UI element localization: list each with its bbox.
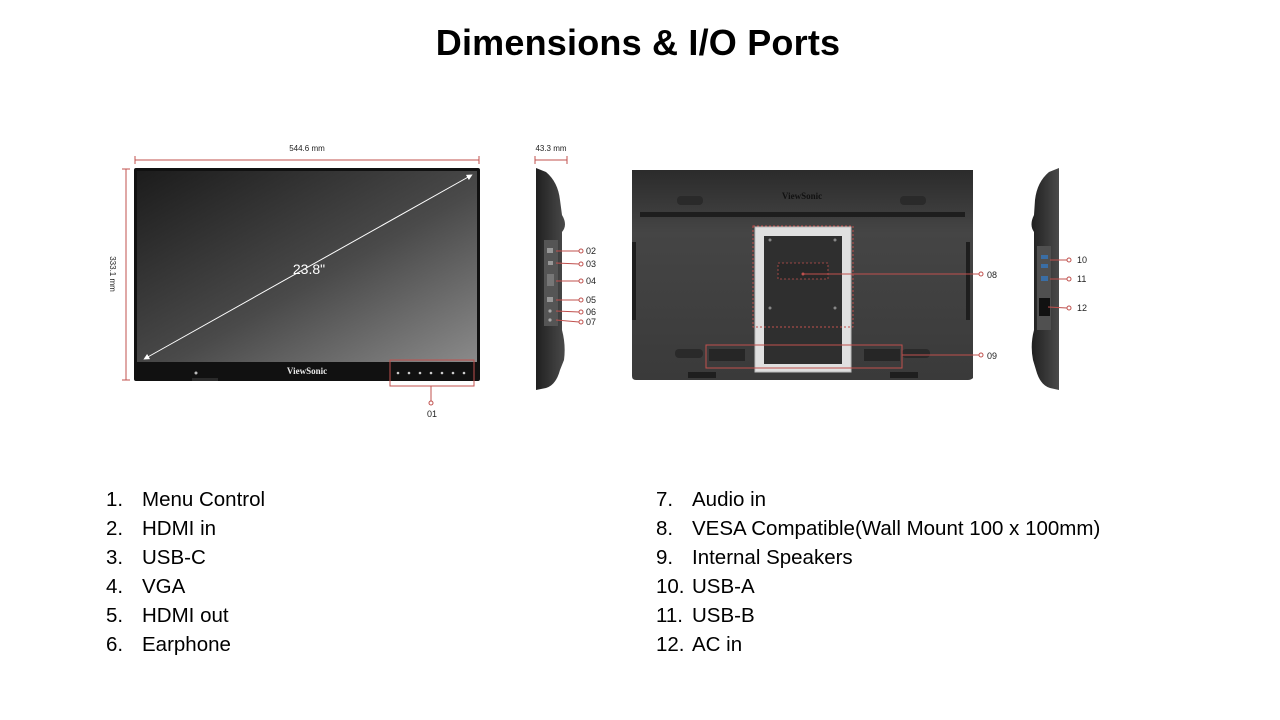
- legend-item: 3.USB-C: [106, 546, 206, 569]
- height-dimension: 333.1 mm: [108, 168, 130, 381]
- front-view: 544.6 mm 333.1 mm ViewSonic 23.8": [108, 144, 480, 419]
- callout-07: 07: [586, 317, 596, 327]
- right-callouts: [1047, 257, 1072, 311]
- legend-item: 9.Internal Speakers: [656, 546, 853, 569]
- back-vent-strip: [640, 212, 965, 217]
- legend-item: 1.Menu Control: [106, 488, 266, 511]
- width-label: 544.6 mm: [289, 144, 325, 153]
- legend-item: 4.VGA: [106, 575, 186, 598]
- legend-item: 8.VESA Compatible(Wall Mount 100 x 100mm…: [656, 517, 1101, 540]
- back-brand-logo: ViewSonic: [782, 191, 822, 201]
- callout-09: 09: [987, 351, 997, 361]
- legend-item: 5.HDMI out: [106, 604, 229, 627]
- legend-right: 7.Audio in 8.VESA Compatible(Wall Mount …: [656, 485, 1100, 659]
- vesa-area-box: [752, 225, 854, 328]
- front-brand-logo: ViewSonic: [287, 366, 327, 376]
- callout-08: 08: [987, 270, 997, 280]
- callout-box-01: [389, 359, 475, 387]
- callout-11: 11: [1077, 274, 1086, 284]
- callout-02: 02: [586, 246, 596, 256]
- height-label: 333.1 mm: [108, 256, 117, 292]
- left-side-view: 43.3 mm 02 03 04 05 06 07: [534, 144, 596, 390]
- callout-12: 12: [1077, 303, 1087, 313]
- depth-label: 43.3 mm: [535, 144, 566, 153]
- depth-dimension: 43.3 mm: [534, 144, 568, 164]
- legend-item: 6.Earphone: [106, 633, 231, 656]
- width-dimension: 544.6 mm: [134, 144, 480, 164]
- callout-03: 03: [586, 259, 596, 269]
- callout-10: 10: [1077, 255, 1087, 265]
- callout-06: 06: [586, 307, 596, 317]
- callout-01: 01: [427, 409, 437, 419]
- monitor-diagram: 544.6 mm 333.1 mm ViewSonic 23.8": [108, 144, 1087, 419]
- menu-control-buttons: [396, 371, 466, 375]
- front-stand-foot: [192, 378, 218, 381]
- back-view: ViewSonic 08 09: [632, 170, 997, 380]
- left-callouts: [555, 248, 584, 325]
- callout-05: 05: [586, 295, 596, 305]
- page-title: Dimensions & I/O Ports: [435, 22, 841, 63]
- legend-item: 2.HDMI in: [106, 517, 217, 540]
- diagonal-label: 23.8": [293, 261, 325, 277]
- legend-item: 12.AC in: [656, 633, 743, 656]
- right-side-view: 10 11 12: [1031, 168, 1087, 390]
- speaker-callout-box: [705, 344, 903, 369]
- legend-item: 11.USB-B: [656, 604, 755, 627]
- diagonal-line: [143, 174, 473, 360]
- callout-04: 04: [586, 276, 596, 286]
- legend-left: 1.Menu Control 2.HDMI in 3.USB-C 4.VGA 5…: [106, 485, 265, 659]
- legend-item: 7.Audio in: [656, 488, 767, 511]
- power-button-icon: [194, 371, 198, 375]
- legend-item: 10.USB-A: [656, 575, 755, 598]
